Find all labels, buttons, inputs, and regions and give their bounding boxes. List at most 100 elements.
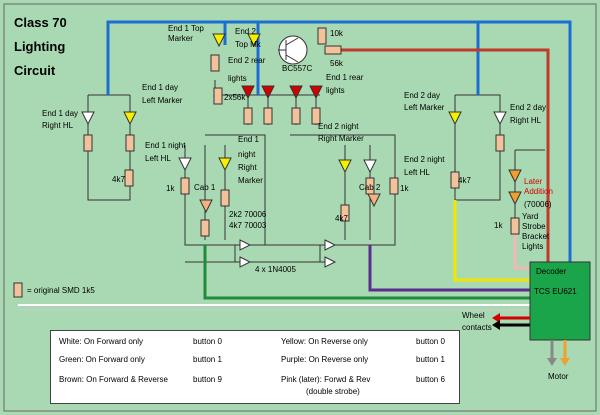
resistor — [450, 171, 460, 189]
led-yellow — [218, 157, 232, 172]
legend-note: = original SMD 1k5 — [27, 286, 95, 295]
label: Marker — [168, 34, 193, 43]
label: End 2 rear — [228, 56, 266, 65]
led-orange — [508, 169, 522, 184]
label: End 1 day — [142, 83, 178, 92]
legend-text: White: On Forward only — [59, 337, 144, 346]
label: Strobe — [522, 222, 546, 231]
resistor — [311, 107, 321, 125]
label: End 1 night — [145, 141, 186, 150]
label: 4k7 — [458, 176, 471, 185]
label: Bracket — [522, 232, 550, 241]
resistor — [200, 219, 210, 237]
diode — [324, 239, 337, 251]
label: Right HL — [510, 116, 542, 125]
label: End 2 night — [404, 155, 445, 164]
pink-wire — [513, 225, 530, 270]
diode — [324, 256, 337, 268]
signal-wires — [87, 80, 545, 263]
label: 4k7 — [335, 214, 348, 223]
arrow-down-icon — [547, 358, 557, 366]
label-red: Later — [524, 177, 543, 186]
legend-button: button 0 — [416, 337, 445, 346]
label: End 2 night — [318, 122, 359, 131]
label: Left HL — [404, 168, 430, 177]
label: End 2 day — [404, 91, 440, 100]
legend-box: White: On Forward only button 0 Yellow: … — [50, 330, 460, 404]
diodes — [239, 239, 337, 268]
resistor — [340, 204, 350, 222]
led-orange — [199, 199, 213, 214]
label: Wheel — [462, 311, 485, 320]
legend-button: button 1 — [416, 355, 445, 364]
resistor — [220, 189, 230, 207]
resistor — [180, 177, 190, 195]
label: Left Marker — [404, 103, 445, 112]
label: Right — [238, 163, 257, 172]
led-red — [289, 85, 303, 100]
label: 2x56k — [224, 93, 246, 102]
label: lights — [228, 74, 247, 83]
led-yellow — [247, 33, 261, 48]
led-white — [493, 111, 507, 126]
arrow-left-icon — [492, 313, 500, 323]
led-white — [178, 157, 192, 172]
resistor — [243, 107, 253, 125]
label: lights — [326, 86, 345, 95]
label: 1k — [166, 184, 175, 193]
label: Cab 2 — [359, 183, 381, 192]
resistor — [291, 107, 301, 125]
led-red — [261, 85, 275, 100]
label: End 1 day — [42, 109, 78, 118]
label: 10k — [330, 29, 344, 38]
diode — [239, 239, 252, 251]
label: 4 x 1N4005 — [255, 265, 296, 274]
yellow-wire — [453, 200, 530, 282]
label: Top Mk — [235, 40, 262, 49]
legend-text: Pink (later): Forwd & Rev — [281, 375, 371, 384]
decoder-label: Decoder — [536, 267, 567, 276]
legend-resistor-swatch — [13, 282, 23, 298]
title-line: Class 70 — [14, 15, 67, 30]
label: End 2 — [235, 27, 256, 36]
leds — [81, 33, 522, 214]
legend-text: Green: On Forward only — [59, 355, 145, 364]
label: Cab 1 — [194, 183, 216, 192]
green-wire — [203, 245, 530, 300]
label: Left HL — [145, 154, 171, 163]
resistor — [124, 169, 134, 187]
led-white — [81, 111, 95, 126]
resistor — [125, 134, 135, 152]
label: night — [238, 150, 256, 159]
legend-text: Yellow: On Reverse only — [281, 337, 368, 346]
label: Left Marker — [142, 96, 183, 105]
label: 4k7 — [112, 175, 125, 184]
led-orange — [367, 193, 381, 208]
resistor — [317, 27, 327, 45]
diagram-border — [3, 3, 597, 412]
label: End 1 rear — [326, 73, 364, 82]
arrow-left-icon — [492, 320, 500, 330]
label: 1k — [400, 184, 409, 193]
label: Yard — [522, 212, 538, 221]
label: End 1 Top — [168, 24, 204, 33]
legend-text: Brown: On Forward & Reverse — [59, 375, 168, 384]
resistors — [13, 27, 520, 298]
title-line: Lighting — [14, 39, 65, 54]
legend-button: button 6 — [416, 375, 445, 384]
label: Lights — [522, 242, 543, 251]
label: Right HL — [42, 121, 74, 130]
label: Marker — [238, 176, 263, 185]
resistor — [210, 54, 220, 72]
led-yellow — [338, 159, 352, 174]
led-yellow — [123, 111, 137, 126]
legend-text: Purple: On Reverse only — [281, 355, 369, 364]
label: End 2 day — [510, 103, 546, 112]
legend-button: button 9 — [193, 375, 222, 384]
resistor — [389, 177, 399, 195]
led-orange — [508, 191, 522, 206]
label: 1k — [494, 221, 503, 230]
resistor — [263, 107, 273, 125]
